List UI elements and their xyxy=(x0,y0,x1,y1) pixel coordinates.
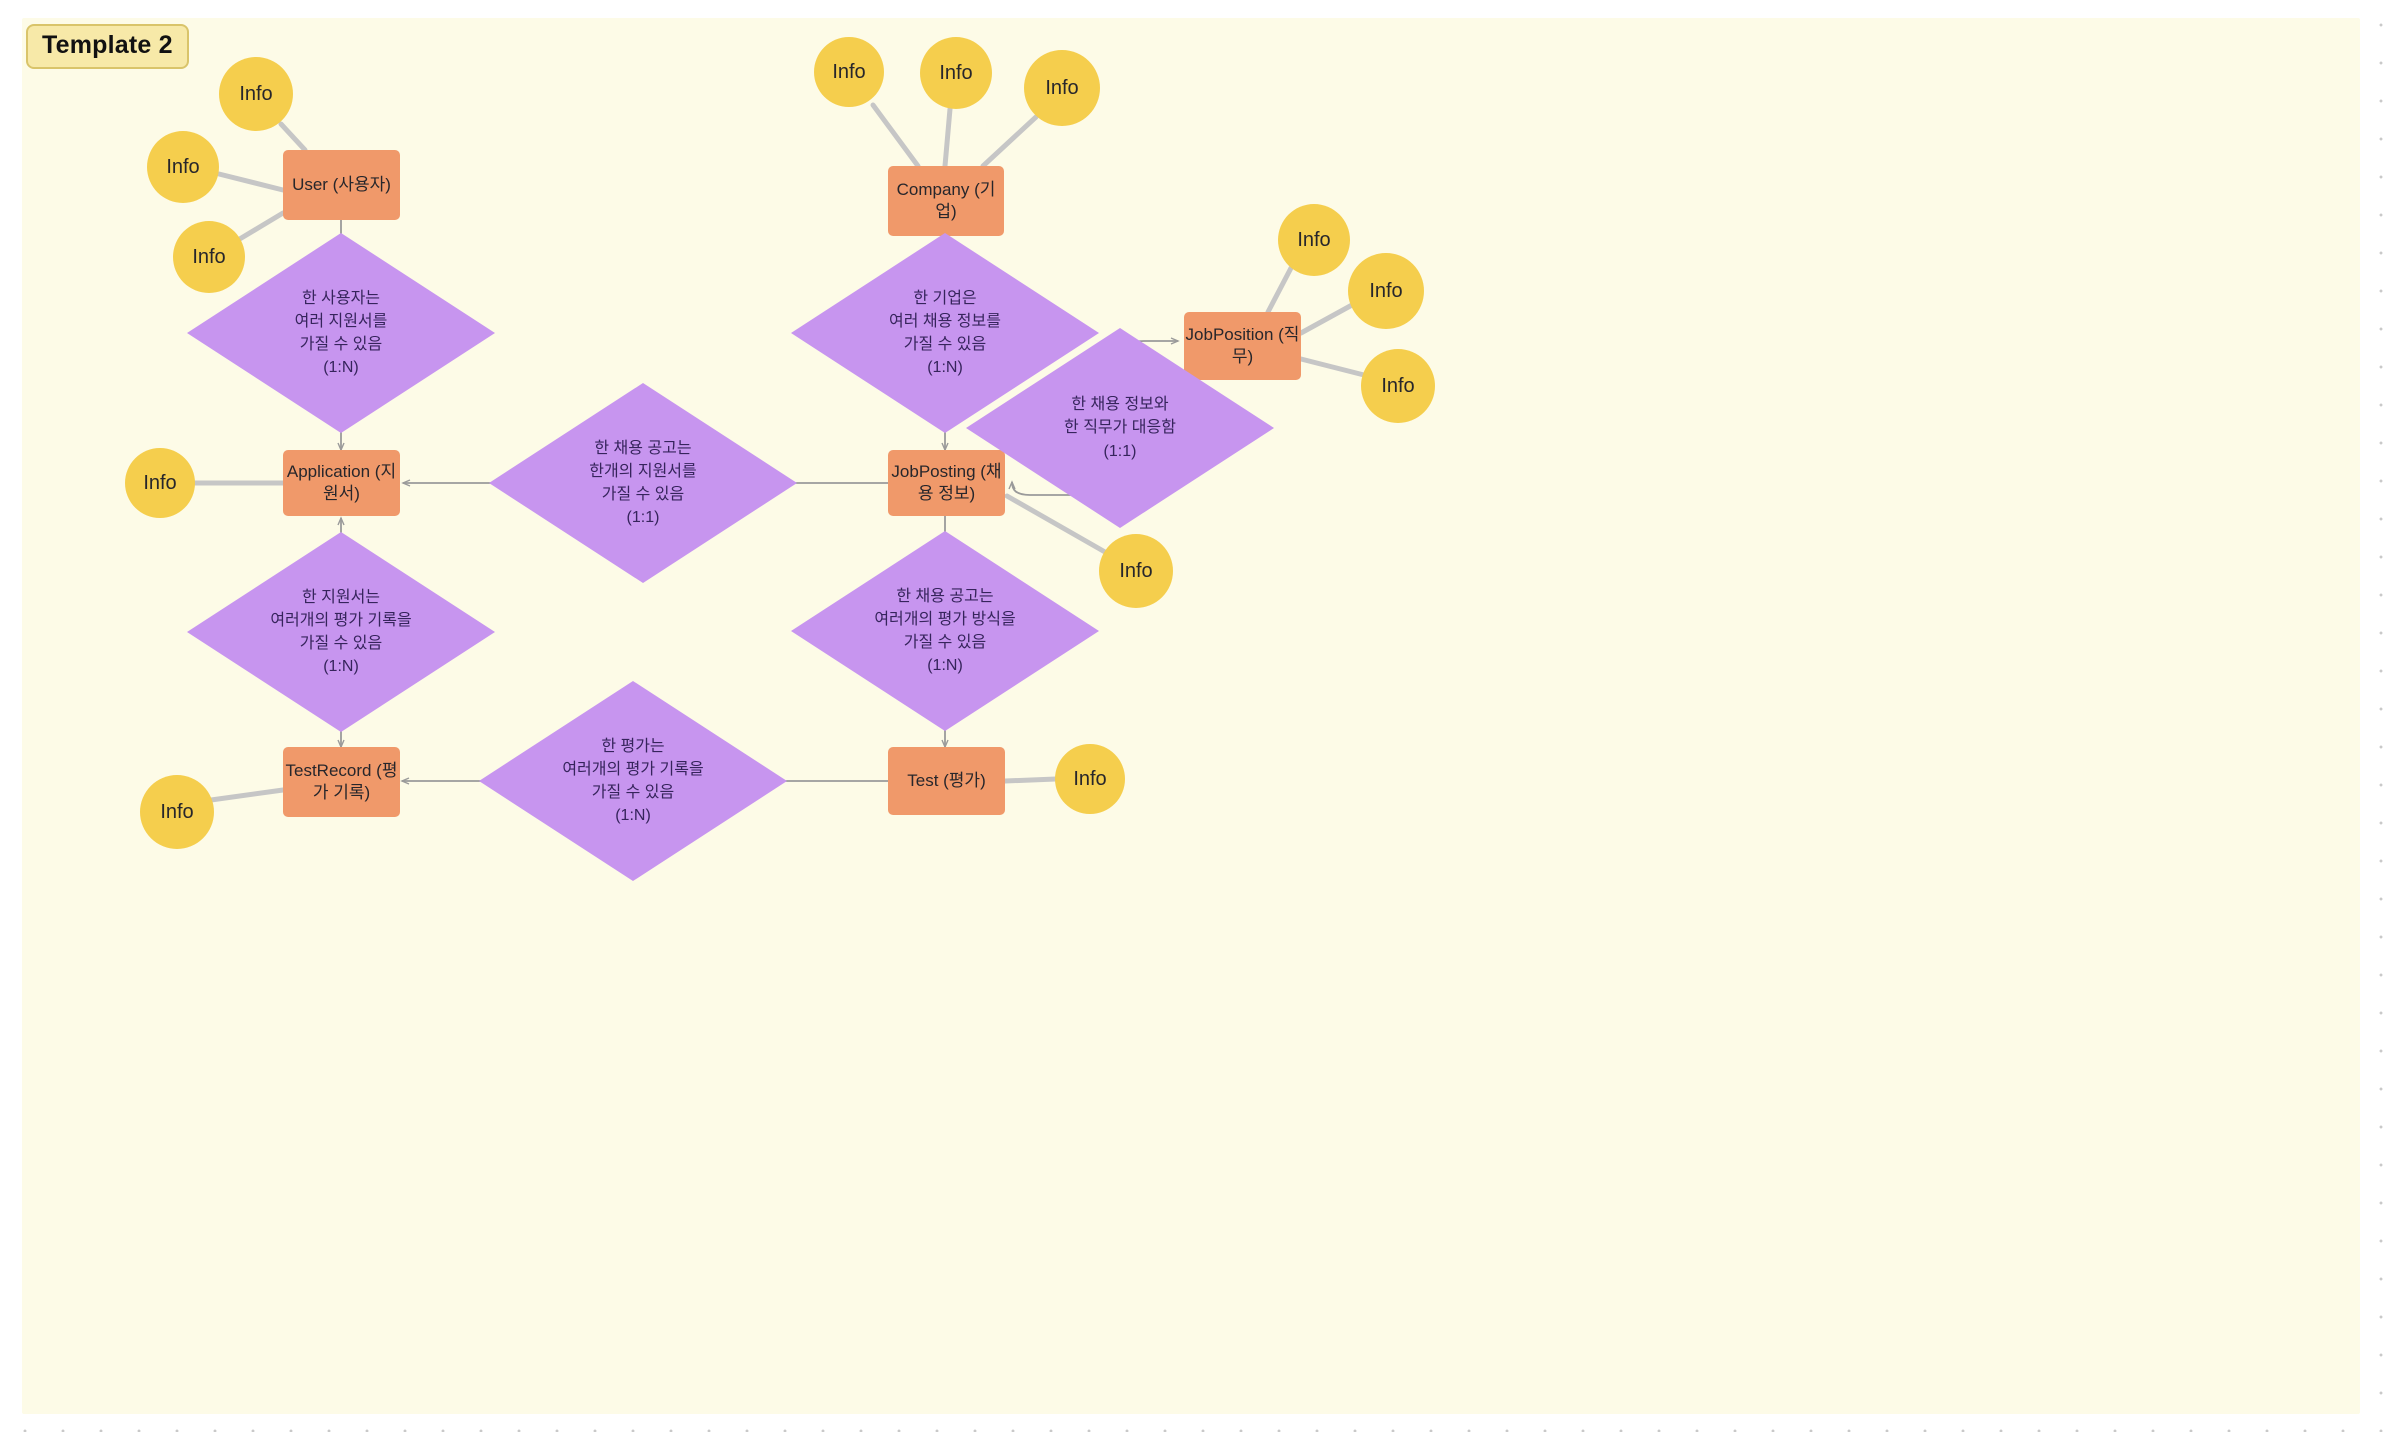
rel-test-testrecord-label: 한 평가는 여러개의 평가 기록을 가질 수 있음 (1:N) xyxy=(562,737,704,825)
entity-test[interactable]: Test (평가) xyxy=(888,747,1005,815)
rel-application-testrecord-label: 한 지원서는 여러개의 평가 기록을 가질 수 있음 (1:N) xyxy=(270,588,412,676)
attr-jobposition-3[interactable]: Info xyxy=(1361,349,1435,423)
attr-user-1[interactable]: Info xyxy=(219,57,293,131)
attr-jobposting-1[interactable]: Info xyxy=(1099,534,1173,608)
diagram-frame xyxy=(22,18,2360,1414)
entity-jobposting[interactable]: JobPosting (채용 정보) xyxy=(888,450,1005,516)
entity-testrecord[interactable]: TestRecord (평가 기록) xyxy=(283,747,400,817)
attr-company-3[interactable]: Info xyxy=(1024,50,1100,126)
entity-jobposition[interactable]: JobPosition (직무) xyxy=(1184,312,1301,380)
attr-jobposition-1[interactable]: Info xyxy=(1278,204,1350,276)
attr-company-1[interactable]: Info xyxy=(814,37,884,107)
entity-company[interactable]: Company (기업) xyxy=(888,166,1004,236)
rel-jobposting-application-label: 한 채용 공고는 한개의 지원서를 가질 수 있음 (1:1) xyxy=(589,439,697,527)
attr-test-1[interactable]: Info xyxy=(1055,744,1125,814)
rel-user-application-label: 한 사용자는 여러 지원서를 가질 수 있음 (1:N) xyxy=(294,289,388,377)
rel-company-jobposting-label: 한 기업은 여러 채용 정보를 가질 수 있음 (1:N) xyxy=(889,289,1001,377)
attr-testrecord-1[interactable]: Info xyxy=(140,775,214,849)
attr-company-2[interactable]: Info xyxy=(920,37,992,109)
attr-user-2[interactable]: Info xyxy=(147,131,219,203)
entity-user[interactable]: User (사용자) xyxy=(283,150,400,220)
rel-jobposting-test-label: 한 채용 공고는 여러개의 평가 방식을 가질 수 있음 (1:N) xyxy=(874,587,1016,675)
template-badge[interactable]: Template 2 xyxy=(26,24,189,69)
attr-user-3[interactable]: Info xyxy=(173,221,245,293)
entity-application[interactable]: Application (지원서) xyxy=(283,450,400,516)
rel-jobposting-jobposition-label: 한 채용 정보와 한 직무가 대응함 (1:1) xyxy=(1064,396,1176,460)
attr-application-1[interactable]: Info xyxy=(125,448,195,518)
attr-jobposition-2[interactable]: Info xyxy=(1348,253,1424,329)
